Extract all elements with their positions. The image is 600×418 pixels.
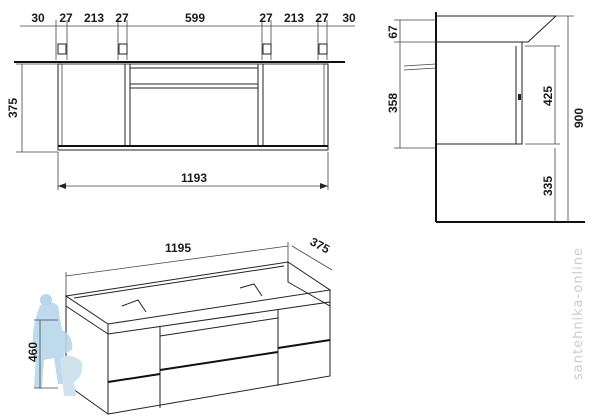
dim-30-right: 30 [342, 11, 356, 25]
dim-30-left: 30 [31, 11, 45, 25]
dim-599: 599 [185, 11, 205, 25]
dim-27-a: 27 [59, 11, 73, 25]
scale-figure: 460 [26, 294, 83, 396]
dim-27-b: 27 [115, 11, 129, 25]
iso-depth-dimension [291, 245, 333, 271]
person-head-icon [40, 294, 52, 306]
fixing-points [57, 43, 328, 55]
watermark: santehnika-online [571, 247, 586, 380]
front-cabinet-inner [61, 63, 325, 147]
dim-67: 67 [386, 25, 400, 39]
dim-358: 358 [386, 93, 400, 113]
dim-213-left: 213 [84, 11, 104, 25]
toilet-icon [60, 355, 83, 396]
basin-profile [436, 15, 558, 43]
dim-1193: 1193 [181, 171, 207, 185]
dim-375-front: 375 [6, 98, 20, 118]
dim-335: 335 [541, 176, 555, 196]
isometric-view: 1195 375 [64, 235, 333, 415]
front-view: 30 27 213 27 599 27 213 27 30 375 [6, 11, 356, 190]
iso-width-dimension [65, 245, 289, 277]
front-drawer-top [129, 67, 259, 85]
front-cabinet-body [57, 63, 329, 151]
dim-460: 460 [26, 342, 40, 362]
top-dimension-ticks [55, 20, 328, 60]
dim-27-c: 27 [259, 11, 273, 25]
side-cabinet [435, 41, 523, 145]
dim-375-iso: 375 [308, 235, 333, 257]
dim-213-right: 213 [284, 11, 304, 25]
iso-cabinet-front [107, 301, 331, 415]
dim-27-d: 27 [315, 11, 329, 25]
dim-425: 425 [541, 86, 555, 106]
side-view: 67 358 425 335 900 [386, 12, 586, 223]
dim-900: 900 [572, 108, 586, 128]
dim-1195: 1195 [165, 241, 191, 255]
